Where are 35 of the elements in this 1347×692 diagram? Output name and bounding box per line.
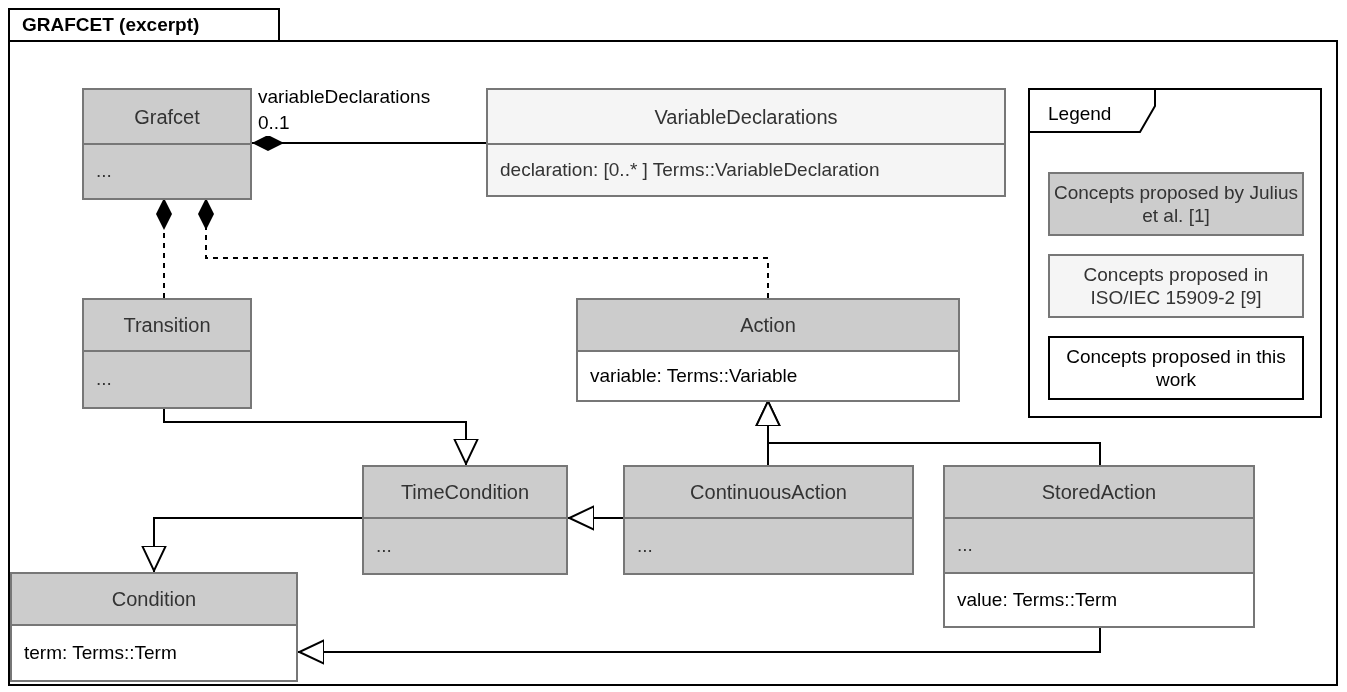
class-box [362, 465, 568, 575]
legend-heading: Legend [1048, 102, 1112, 126]
class-box [10, 572, 298, 682]
class-compartment: ... [84, 143, 250, 198]
frame-title: GRAFCET (excerpt) [8, 8, 280, 42]
class-name: StoredAction [945, 467, 1253, 517]
class-box [623, 465, 914, 575]
connector [163, 406, 479, 466]
class-name: Condition [12, 574, 296, 624]
connector [755, 399, 1101, 466]
legend-entry: Concepts proposed by Julius et al. [1] [1048, 172, 1304, 236]
class-box [943, 465, 1255, 628]
class-compartment: declaration: [0..* ] Terms::VariableDeclaration [488, 143, 1004, 195]
connector [141, 517, 363, 573]
class-name: Action [578, 300, 958, 350]
class-name: TimeCondition [364, 467, 566, 517]
class-box [576, 298, 960, 402]
class-compartment: ... [625, 517, 912, 573]
class-box [82, 298, 252, 409]
dashed-connector [156, 197, 172, 299]
class-compartment: ... [945, 517, 1253, 572]
class-compartment: ... [84, 350, 250, 407]
connector [251, 135, 487, 151]
legend-entry: Concepts proposed in ISO/IEC 15909-2 [9] [1048, 254, 1304, 318]
class-box [486, 88, 1006, 197]
class-compartment: ... [364, 517, 566, 573]
class-box [82, 88, 252, 200]
connector [297, 625, 1101, 665]
class-name: ContinuousAction [625, 467, 912, 517]
legend-entry: Concepts proposed in this work [1048, 336, 1304, 400]
dashed-connector [198, 197, 769, 299]
class-name: Transition [84, 300, 250, 350]
class-name: VariableDeclarations [488, 90, 1004, 143]
connector [567, 505, 624, 531]
class-name: Grafcet [84, 90, 250, 143]
